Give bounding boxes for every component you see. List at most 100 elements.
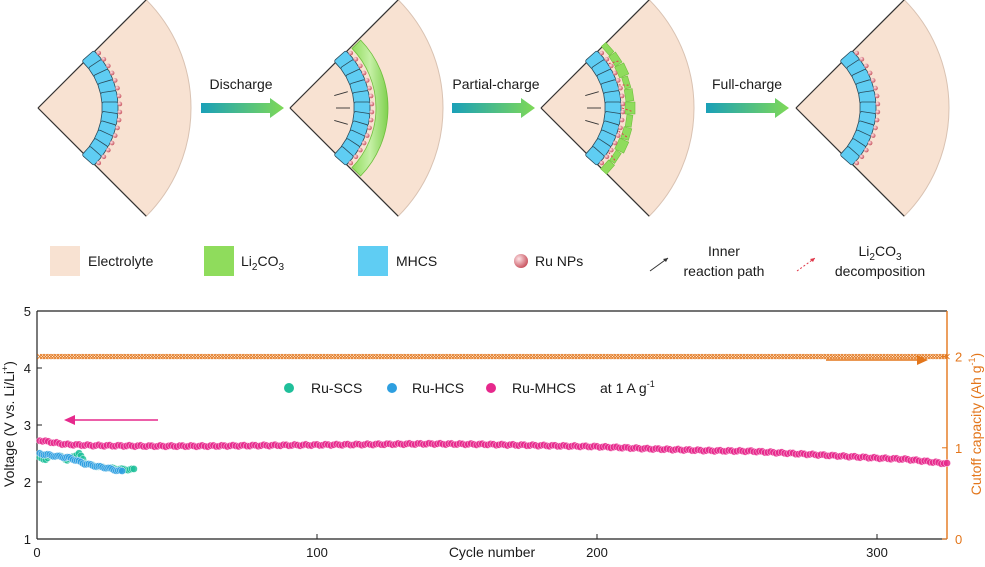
ru-np (349, 51, 354, 56)
data-point (900, 354, 905, 359)
data-point (600, 354, 605, 359)
data-point (715, 354, 720, 359)
data-point (477, 354, 482, 359)
data-point (796, 354, 801, 359)
ru-np (113, 133, 118, 138)
data-point (404, 354, 409, 359)
data-point (785, 354, 790, 359)
data-point (679, 354, 684, 359)
data-point (737, 354, 742, 359)
data-point (659, 354, 664, 359)
legend-label-ru-hcs: Ru-HCS (412, 380, 464, 396)
step-label-partial-charge: Partial-charge (452, 76, 539, 92)
data-point (68, 354, 73, 359)
data-point (690, 354, 695, 359)
ru-np (110, 71, 115, 76)
data-point (155, 354, 160, 359)
data-point (147, 354, 152, 359)
data-point (519, 354, 524, 359)
data-point (494, 354, 499, 359)
data-point (63, 354, 68, 359)
data-point (645, 354, 650, 359)
data-point (595, 354, 600, 359)
y-left-tick-label: 2 (24, 475, 31, 490)
data-point (166, 354, 171, 359)
data-point (239, 354, 244, 359)
data-point (536, 354, 541, 359)
y-left-tick-label: 1 (24, 532, 31, 547)
data-point (256, 354, 261, 359)
data-point (533, 354, 538, 359)
data-point (312, 354, 317, 359)
data-point (130, 465, 137, 472)
series-ru-mhcs (36, 437, 950, 467)
data-point (194, 354, 199, 359)
data-point (782, 354, 787, 359)
ru-np (855, 161, 860, 166)
ru-np (868, 141, 873, 146)
data-point (323, 354, 328, 359)
x-axis-label: Cycle number (449, 544, 536, 560)
data-point (460, 354, 465, 359)
legend-label-inner-path-1: Inner (708, 243, 740, 259)
data-point (351, 354, 356, 359)
data-point (774, 354, 779, 359)
data-point (334, 354, 339, 359)
data-point (382, 354, 387, 359)
data-point (228, 354, 233, 359)
data-point (911, 354, 916, 359)
data-point (413, 354, 418, 359)
ru-np (362, 141, 367, 146)
data-point (222, 354, 227, 359)
schematic-legend: Electrolyte Li2CO3 MHCS Ru NPs Inner rea… (50, 243, 925, 279)
data-point (768, 354, 773, 359)
data-point (609, 354, 614, 359)
data-point (113, 354, 118, 359)
data-point (639, 354, 644, 359)
data-point (656, 354, 661, 359)
data-point (88, 354, 93, 359)
data-point (821, 354, 826, 359)
data-point (161, 354, 166, 359)
data-point (704, 354, 709, 359)
data-point (943, 459, 950, 466)
x-axis-label-group: Cycle number (449, 544, 536, 560)
data-point (687, 354, 692, 359)
data-point (891, 354, 896, 359)
legend-marker-ru-mhcs (486, 383, 496, 393)
data-point (889, 354, 894, 359)
data-point (765, 354, 770, 359)
data-point (799, 354, 804, 359)
ru-np (873, 86, 878, 91)
data-point (749, 354, 754, 359)
ru-np (106, 148, 111, 153)
data-point (329, 354, 334, 359)
data-point (810, 354, 815, 359)
data-point (281, 354, 286, 359)
data-point (158, 354, 163, 359)
data-point (267, 354, 272, 359)
ru-np (605, 154, 610, 159)
ru-np (875, 118, 880, 123)
data-point (676, 354, 681, 359)
ru-np (621, 110, 626, 115)
data-point (611, 354, 616, 359)
data-point (586, 354, 591, 359)
ru-np (616, 133, 621, 138)
data-point (693, 354, 698, 359)
data-point (513, 354, 518, 359)
ru-np (871, 78, 876, 83)
data-point (446, 354, 451, 359)
data-point (807, 354, 812, 359)
data-point (40, 354, 45, 359)
data-point (651, 354, 656, 359)
data-point (763, 354, 768, 359)
data-point (877, 354, 882, 359)
schematic-panel-partial (541, 0, 694, 216)
series-cutoff-capacity (37, 354, 949, 359)
data-point (368, 354, 373, 359)
data-point (418, 354, 423, 359)
y-left-tick-label: 3 (24, 418, 31, 433)
ru-np (367, 86, 372, 91)
ru-np (365, 133, 370, 138)
